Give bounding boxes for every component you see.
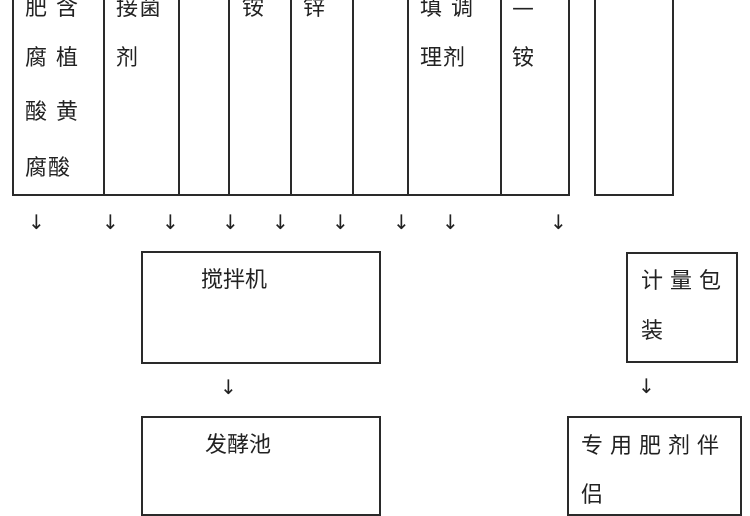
arrow-down-icon: ↓ (220, 375, 237, 399)
fermentation-box: 发酵池 (141, 416, 381, 516)
col8-line2: 铵 (512, 46, 536, 71)
column-divider (594, 0, 596, 196)
special-label-line2: 侣 (581, 483, 604, 508)
arrow-down-icon: ↓ (102, 210, 119, 234)
column-divider (12, 0, 14, 196)
col1-line2: 腐 植 (25, 46, 79, 71)
col7-line2: 理剂 (420, 46, 467, 71)
column-divider (352, 0, 354, 196)
mixer-label: 搅拌机 (201, 268, 268, 293)
col4-line1: 铵 (242, 0, 266, 21)
arrow-down-icon: ↓ (550, 210, 567, 234)
col2-line1: 接菌 (116, 0, 163, 21)
table-bottom-border (12, 194, 570, 196)
mixer-box: 搅拌机 (141, 251, 381, 364)
arrow-down-icon: ↓ (442, 210, 459, 234)
arrow-down-icon: ↓ (332, 210, 349, 234)
col8-line1: — (512, 0, 535, 21)
arrow-down-icon: ↓ (393, 210, 410, 234)
column-divider (103, 0, 105, 196)
column-divider (500, 0, 502, 196)
col5-line1: 锌 (303, 0, 327, 21)
arrow-down-icon: ↓ (638, 374, 655, 398)
arrow-down-icon: ↓ (28, 210, 45, 234)
column-divider (290, 0, 292, 196)
fermentation-label: 发酵池 (205, 433, 272, 458)
special-label-line1: 专 用 肥 剂 伴 (581, 434, 719, 459)
col1-line1: 肥 含 (25, 0, 79, 21)
column-divider (672, 0, 674, 196)
arrow-down-icon: ↓ (222, 210, 239, 234)
flow-diagram: 肥 含 腐 植 酸 黄 腐酸 接菌 剂 铵 锌 填 调 理剂 — 铵 ↓ ↓ ↓… (12, 0, 742, 516)
arrow-down-icon: ↓ (162, 210, 179, 234)
table-bottom-border-right (594, 194, 674, 196)
column-divider (407, 0, 409, 196)
special-fertilizer-box: 专 用 肥 剂 伴 侣 (567, 416, 742, 516)
col7-line1: 填 调 (420, 0, 474, 21)
column-divider (178, 0, 180, 196)
metering-packaging-box: 计 量 包 装 (626, 252, 738, 363)
col2-line2: 剂 (116, 46, 140, 71)
column-divider (228, 0, 230, 196)
col1-line3: 酸 黄 (25, 100, 79, 125)
col1-line4: 腐酸 (25, 156, 72, 181)
metering-label-line2: 装 (641, 319, 664, 344)
column-divider (568, 0, 570, 196)
arrow-down-icon: ↓ (272, 210, 289, 234)
metering-label-line1: 计 量 包 (641, 269, 721, 294)
